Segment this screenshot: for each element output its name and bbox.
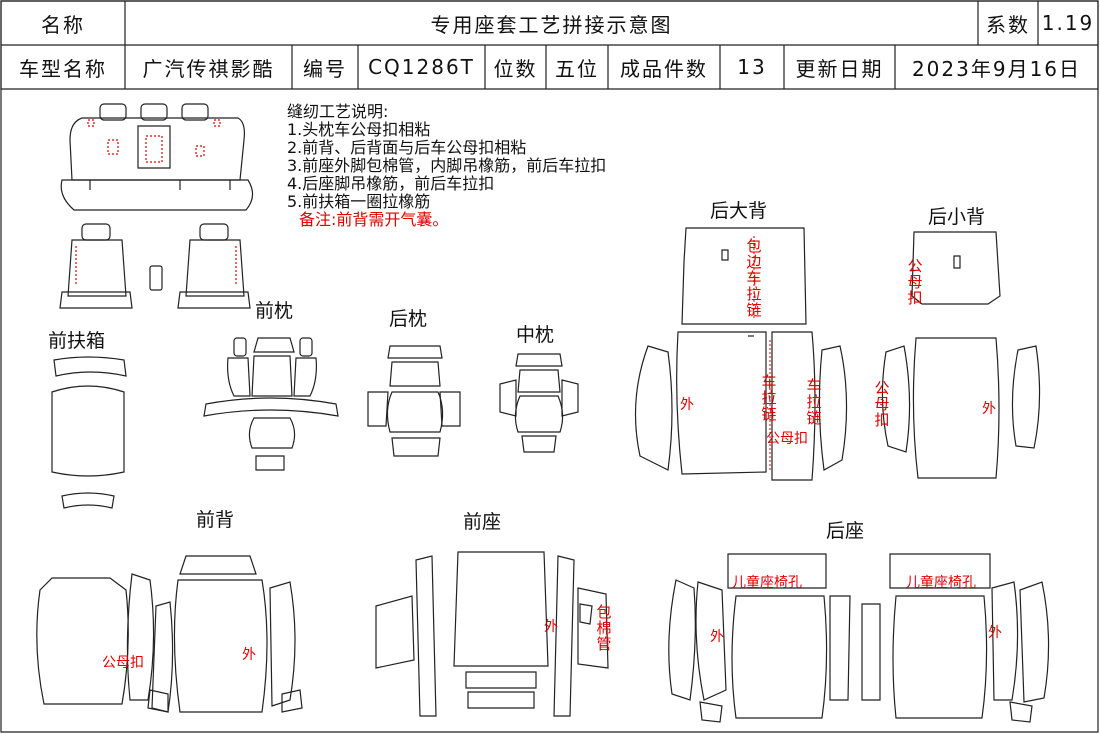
label-rear-small-back: 后小背 xyxy=(928,206,986,228)
note-male-female-front-back: 公母扣 xyxy=(102,655,144,671)
note-item: 5.前扶箱一圈拉橡筋 xyxy=(287,192,431,211)
note-male-female-side: 公母扣 xyxy=(874,379,890,429)
front-back-pieces xyxy=(37,556,302,712)
notes-remark: 备注:前背需开气囊。 xyxy=(299,210,449,229)
label-rear-headrest: 后枕 xyxy=(389,308,428,330)
note-outer: 外 xyxy=(710,629,724,645)
label-front-armrest: 前扶箱 xyxy=(48,330,106,352)
rear-small-back-pieces xyxy=(882,232,1039,478)
date-label: 更新日期 xyxy=(795,56,884,81)
pieces-label: 成品件数 xyxy=(620,56,708,81)
code-label: 编号 xyxy=(303,56,347,81)
name-label: 名称 xyxy=(41,12,85,37)
note-edge-zip: 包边车拉链 xyxy=(746,237,762,319)
seats-value: 五位 xyxy=(555,56,599,81)
label-middle-headrest: 中枕 xyxy=(516,324,555,346)
date-value: 2023年9月16日 xyxy=(911,56,1082,81)
note-outer: 外 xyxy=(242,647,256,663)
overview-rear-bench xyxy=(61,104,252,210)
note-item: 1.头枕车公母扣相粘 xyxy=(287,120,431,139)
label-rear-big-back: 后大背 xyxy=(710,200,768,222)
pieces-value: 13 xyxy=(737,55,767,79)
front-headrest-pieces xyxy=(204,338,338,470)
note-child-seat-hole-left: 儿童座椅孔 xyxy=(732,575,802,591)
note-outer: 外 xyxy=(988,625,1002,641)
label-rear-seat: 后座 xyxy=(826,520,865,542)
coef-label: 系数 xyxy=(986,12,1030,37)
note-male-female-small-back: 公母扣 xyxy=(907,257,923,307)
sheet-title: 专用座套工艺拼接示意图 xyxy=(430,12,673,37)
front-armrest-pieces xyxy=(52,357,126,508)
note-item: 4.后座脚吊橡筋，前后车拉扣 xyxy=(287,174,495,193)
note-cotton-tube: 包棉管 xyxy=(596,603,612,653)
note-zip-left: 车拉链 xyxy=(761,373,777,423)
note-outer: 外 xyxy=(544,619,558,635)
model-value: 广汽传祺影酷 xyxy=(142,56,275,81)
model-label: 车型名称 xyxy=(19,56,107,81)
coef-value: 1.19 xyxy=(1041,11,1095,35)
overview-front-seats xyxy=(60,224,250,308)
rear-seat-pieces xyxy=(669,554,1049,722)
note-outer: 外 xyxy=(680,397,694,413)
sewing-notes: 缝纫工艺说明: 1.头枕车公母扣相粘 2.前背、后背面与后车公母扣相粘 3.前座… xyxy=(287,103,606,229)
rear-big-back-pieces xyxy=(636,228,847,480)
note-zip-right: 车拉链 xyxy=(806,377,822,427)
label-front-back: 前背 xyxy=(196,509,235,531)
front-seat-pieces xyxy=(376,552,608,716)
middle-headrest-pieces xyxy=(500,354,578,452)
note-outer: 外 xyxy=(982,401,996,417)
note-item: 3.前座外脚包棉管，内脚吊橡筋，前后车拉扣 xyxy=(287,156,607,175)
seats-label: 位数 xyxy=(493,56,538,81)
note-male-female-snap: 公母扣 xyxy=(766,431,808,447)
rear-headrest-pieces xyxy=(368,346,460,456)
note-item: 2.前背、后背面与后车公母扣相粘 xyxy=(287,138,527,157)
label-front-seat: 前座 xyxy=(463,511,502,533)
label-front-headrest: 前枕 xyxy=(255,300,294,322)
note-child-seat-hole-right: 儿童座椅孔 xyxy=(906,575,976,591)
notes-title: 缝纫工艺说明: xyxy=(287,102,389,121)
code-value: CQ1286T xyxy=(368,55,475,79)
